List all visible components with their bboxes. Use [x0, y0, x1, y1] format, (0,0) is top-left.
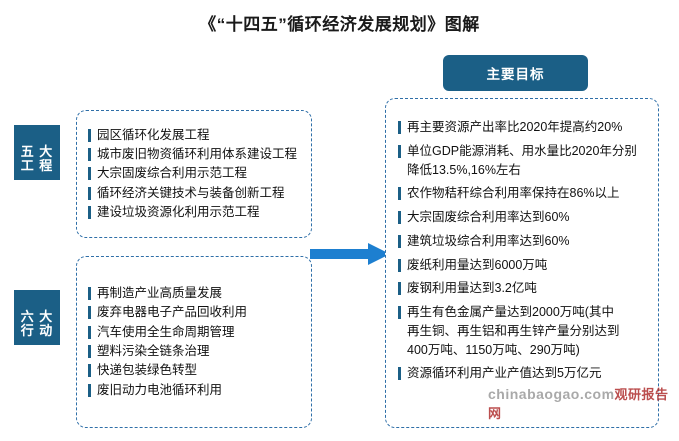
list-item: 城市废旧物资循环利用体系建设工程 — [88, 145, 310, 164]
list-item-label: 废纸利用量达到6000万吨 — [407, 257, 548, 272]
list-item: 汽车使用全生命周期管理 — [88, 323, 310, 342]
bullet-icon — [88, 383, 91, 397]
bullet-icon — [88, 206, 91, 220]
flow-arrow-icon — [310, 243, 390, 265]
bullet-icon — [398, 367, 401, 381]
main-goals-header-label: 主要目标 — [486, 67, 545, 82]
main-goals-box — [385, 98, 659, 428]
list-item: 废旧动力电池循环利用 — [88, 381, 310, 400]
list-item-label: 园区循环化发展工程 — [97, 127, 210, 142]
list-item-label: 大宗固废综合利用示范工程 — [97, 166, 248, 181]
list-item-label: 建设垃圾资源化利用示范工程 — [97, 205, 260, 220]
list-item-label: 建筑垃圾综合利用率达到60% — [407, 233, 570, 248]
side-tab-six-actions: 六 大 — [14, 290, 60, 345]
side-tab-five-projects-line1: 五 大 — [20, 144, 54, 160]
list-item: 再制造产业高质量发展 — [88, 284, 310, 303]
list-item-label: 快递包装绿色转型 — [97, 363, 198, 378]
list-item: 大宗固废综合利用示范工程 — [88, 164, 310, 183]
five-projects-box — [76, 110, 312, 238]
list-item: 农作物秸秆综合利用率保持在86%以上 — [398, 184, 650, 203]
bullet-icon — [88, 167, 91, 181]
list-item-label: 再生有色金属产量达到2000万吨(其中 再生铜、再生铝和再生锌产量分别达到 40… — [407, 305, 620, 357]
bullet-icon — [398, 234, 401, 248]
list-item: 塑料污染全链条治理 — [88, 342, 310, 361]
watermark-domain: chinabaogao.com — [488, 386, 615, 402]
side-tab-six-actions-lower: 行 动 — [14, 290, 60, 345]
list-item: 循环经济关键技术与装备创新工程 — [88, 184, 310, 203]
bullet-icon — [88, 306, 91, 320]
bullet-icon — [88, 147, 91, 161]
bullet-icon — [398, 306, 401, 319]
bullet-icon — [398, 121, 401, 134]
six-actions-box — [76, 256, 312, 428]
bullet-icon — [398, 258, 401, 272]
watermark: chinabaogao.com观研报告网 — [488, 384, 679, 422]
list-item: 资源循环利用产业产值达到5万亿元 — [398, 364, 650, 383]
bullet-icon — [88, 128, 91, 142]
list-item-label: 城市废旧物资循环利用体系建设工程 — [97, 146, 298, 161]
list-item: 快递包装绿色转型 — [88, 361, 310, 380]
bullet-icon — [88, 286, 91, 300]
list-item-label: 废旧动力电池循环利用 — [97, 382, 223, 397]
list-item-label: 废钢利用量达到3.2亿吨 — [407, 281, 537, 296]
bullet-icon — [88, 364, 91, 378]
side-tab-six-actions-line2: 行 动 — [20, 322, 54, 338]
bullet-icon — [88, 345, 91, 358]
list-item: 建筑垃圾综合利用率达到60% — [398, 232, 650, 251]
watermark-cn: 观研报告网 — [488, 387, 669, 421]
list-item-label: 大宗固废综合利用率达到60% — [407, 210, 570, 224]
list-item-label: 单位GDP能源消耗、用水量比2020年分别 降低13.5%,16%左右 — [407, 143, 637, 177]
list-item-label: 再主要资源产出率比2020年提高约20% — [407, 120, 623, 134]
bullet-icon — [398, 211, 401, 224]
list-item-label: 汽车使用全生命周期管理 — [97, 324, 235, 339]
list-item: 建设垃圾资源化利用示范工程 — [88, 203, 310, 222]
list-item: 再生有色金属产量达到2000万吨(其中 再生铜、再生铝和再生锌产量分别达到 40… — [398, 303, 650, 359]
list-item: 单位GDP能源消耗、用水量比2020年分别 降低13.5%,16%左右 — [398, 142, 650, 180]
list-item: 废弃电器电子产品回收利用 — [88, 303, 310, 322]
bullet-icon — [398, 187, 401, 201]
bullet-icon — [88, 186, 91, 200]
side-tab-five-projects: 五 大 — [14, 125, 60, 180]
list-item-label: 循环经济关键技术与装备创新工程 — [97, 185, 285, 200]
list-item: 大宗固废综合利用率达到60% — [398, 208, 650, 227]
side-tab-six-actions-line1: 六 大 — [20, 309, 54, 325]
list-item: 园区循环化发展工程 — [88, 126, 310, 145]
list-item: 废纸利用量达到6000万吨 — [398, 256, 650, 275]
bullet-icon — [88, 325, 91, 339]
list-item-label: 农作物秸秆综合利用率保持在86%以上 — [407, 186, 620, 201]
main-goals-list: 再主要资源产出率比2020年提高约20% 单位GDP能源消耗、用水量比2020年… — [398, 118, 650, 388]
list-item-label: 废弃电器电子产品回收利用 — [97, 305, 248, 320]
bullet-icon — [398, 144, 401, 158]
five-projects-list: 园区循环化发展工程 城市废旧物资循环利用体系建设工程 大宗固废综合利用示范工程 … — [88, 112, 310, 236]
main-goals-header: 主要目标 — [443, 55, 588, 91]
list-item-label: 塑料污染全链条治理 — [97, 344, 210, 358]
page-title: 《“十四五”循环经济发展规划》图解 — [199, 15, 480, 34]
list-item-label: 资源循环利用产业产值达到5万亿元 — [407, 366, 602, 381]
list-item: 废钢利用量达到3.2亿吨 — [398, 279, 650, 298]
six-actions-list: 再制造产业高质量发展 废弃电器电子产品回收利用 汽车使用全生命周期管理 塑料污染… — [88, 258, 310, 426]
list-item: 再主要资源产出率比2020年提高约20% — [398, 118, 650, 137]
list-item-label: 再制造产业高质量发展 — [97, 285, 223, 300]
bullet-icon — [398, 282, 401, 296]
